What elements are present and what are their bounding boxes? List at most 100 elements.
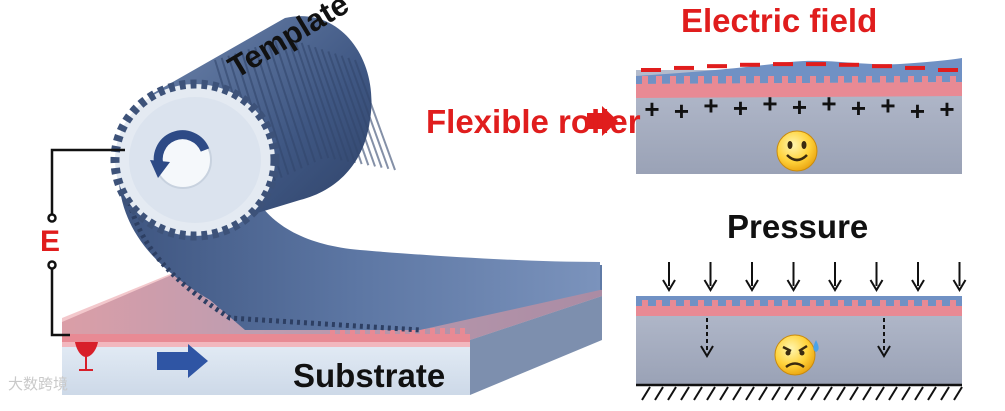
panel-top-tooth: [642, 76, 648, 84]
negative-charge: [806, 62, 826, 67]
panel-bottom-pink-layer: [636, 306, 962, 316]
substrate-side-face: [440, 296, 602, 395]
panel-top-tooth: [712, 76, 718, 84]
roller-ridge: [334, 53, 376, 167]
positive-charge: +: [851, 93, 866, 123]
pressure-arrow-head: [911, 279, 925, 292]
negative-charge: [938, 68, 958, 72]
electric-field-panel: +++++++++++: [636, 58, 962, 174]
hatch-line: [849, 386, 859, 401]
circuit: [47, 148, 125, 337]
hatch-line: [771, 386, 781, 401]
positive-charge: +: [910, 96, 925, 126]
roller-ridge: [300, 42, 343, 161]
negative-charges: [641, 62, 958, 72]
terminal-bottom: [47, 260, 57, 270]
pressure-panel: [636, 262, 967, 401]
panel-top-tooth: [894, 76, 900, 84]
hatch-line: [888, 386, 898, 401]
panel-bottom-tooth: [670, 300, 676, 306]
circuit-wire-top: [50, 148, 125, 215]
panel-bottom-tooth: [754, 300, 760, 306]
panel-top-tooth: [698, 76, 704, 84]
right-arrow-icon: [157, 344, 208, 378]
positive-charge: +: [939, 94, 954, 124]
panel-top-tooth: [810, 76, 816, 84]
roller-ridge: [274, 40, 316, 163]
panel-bottom-tooth: [922, 300, 928, 306]
roller-ridge: [247, 48, 290, 175]
panel-bottom-tooth: [782, 300, 788, 306]
panel-top-tooth: [866, 76, 872, 84]
roller-ridge: [320, 48, 363, 165]
roller-ridge: [307, 44, 350, 162]
panel-bottom-tooth: [880, 300, 886, 306]
pressure-arrow-head: [952, 279, 967, 292]
panel-top-tooth: [922, 76, 928, 84]
panel-top-tooth: [768, 76, 774, 84]
positive-charge: +: [733, 93, 748, 123]
hatch-line: [914, 386, 924, 401]
roller-ridge: [354, 59, 396, 171]
hatch-line: [862, 386, 872, 401]
positive-charge: +: [792, 92, 807, 122]
panel-top-tooth: [684, 76, 690, 84]
terminal-top: [47, 213, 57, 223]
negative-charge: [872, 64, 892, 69]
rotation-arrow-icon: [153, 130, 210, 170]
hatch-line: [797, 386, 807, 401]
positive-charge: +: [644, 94, 659, 124]
panel-bottom-tooth: [824, 300, 830, 306]
substrate-front-pink-light: [62, 342, 470, 347]
panel-top-tooth: [880, 76, 886, 84]
flexible-roller-label: Flexible roller: [426, 103, 641, 140]
hatch-line: [719, 386, 729, 401]
pressure-arrows: [662, 262, 967, 292]
electric-field-label: Electric field: [681, 2, 878, 39]
circuit-wire-bottom: [50, 268, 70, 337]
hatch-line: [680, 386, 690, 401]
panel-bottom-teeth: [642, 300, 956, 306]
roller-ridge: [254, 46, 296, 172]
e-field-label: E: [40, 225, 61, 258]
hatch-line: [875, 386, 885, 401]
watermark: 大数跨境: [8, 375, 69, 393]
roller-ridge: [267, 42, 310, 166]
positive-charges: +++++++++++: [644, 88, 954, 126]
negative-charge: [641, 68, 661, 72]
panel-top-tooth: [852, 76, 858, 84]
hatch-line: [693, 386, 703, 401]
panel-bottom-tooth: [908, 300, 914, 306]
negative-charge: [905, 65, 925, 70]
panel-top-tooth: [838, 76, 844, 84]
ground-hatch: [641, 386, 963, 401]
panel-bottom-tooth: [866, 300, 872, 306]
panel-bottom-tooth: [656, 300, 662, 306]
panel-bottom-tooth: [950, 300, 956, 306]
panel-top-tooth: [670, 76, 676, 84]
roller-ridge: [314, 46, 356, 164]
substrate-label: Substrate: [293, 357, 446, 394]
pressure-arrow-head: [703, 279, 718, 292]
substrate-pattern-teeth: [330, 328, 470, 334]
pressure-arrow-head: [662, 279, 676, 292]
panel-top-tooth: [726, 76, 732, 84]
panel-top-tooth: [824, 76, 830, 84]
panel-bottom-tooth: [642, 300, 648, 306]
dashed-force-arrows: [700, 318, 891, 358]
hatch-line: [758, 386, 768, 401]
hatch-line: [823, 386, 833, 401]
negative-charge: [674, 65, 694, 70]
positive-charge: +: [703, 90, 718, 120]
rotation-arrow-head: [150, 160, 170, 178]
panel-top-tooth: [754, 76, 760, 84]
positive-charge: +: [762, 88, 777, 118]
crying-face-icon: [774, 334, 819, 376]
positive-charge: +: [821, 88, 836, 118]
roller-ridge: [347, 57, 390, 170]
negative-charge: [839, 62, 859, 67]
droplet-icon: [75, 342, 98, 357]
roller-ridge: [340, 55, 383, 168]
positive-charge: +: [880, 90, 895, 120]
